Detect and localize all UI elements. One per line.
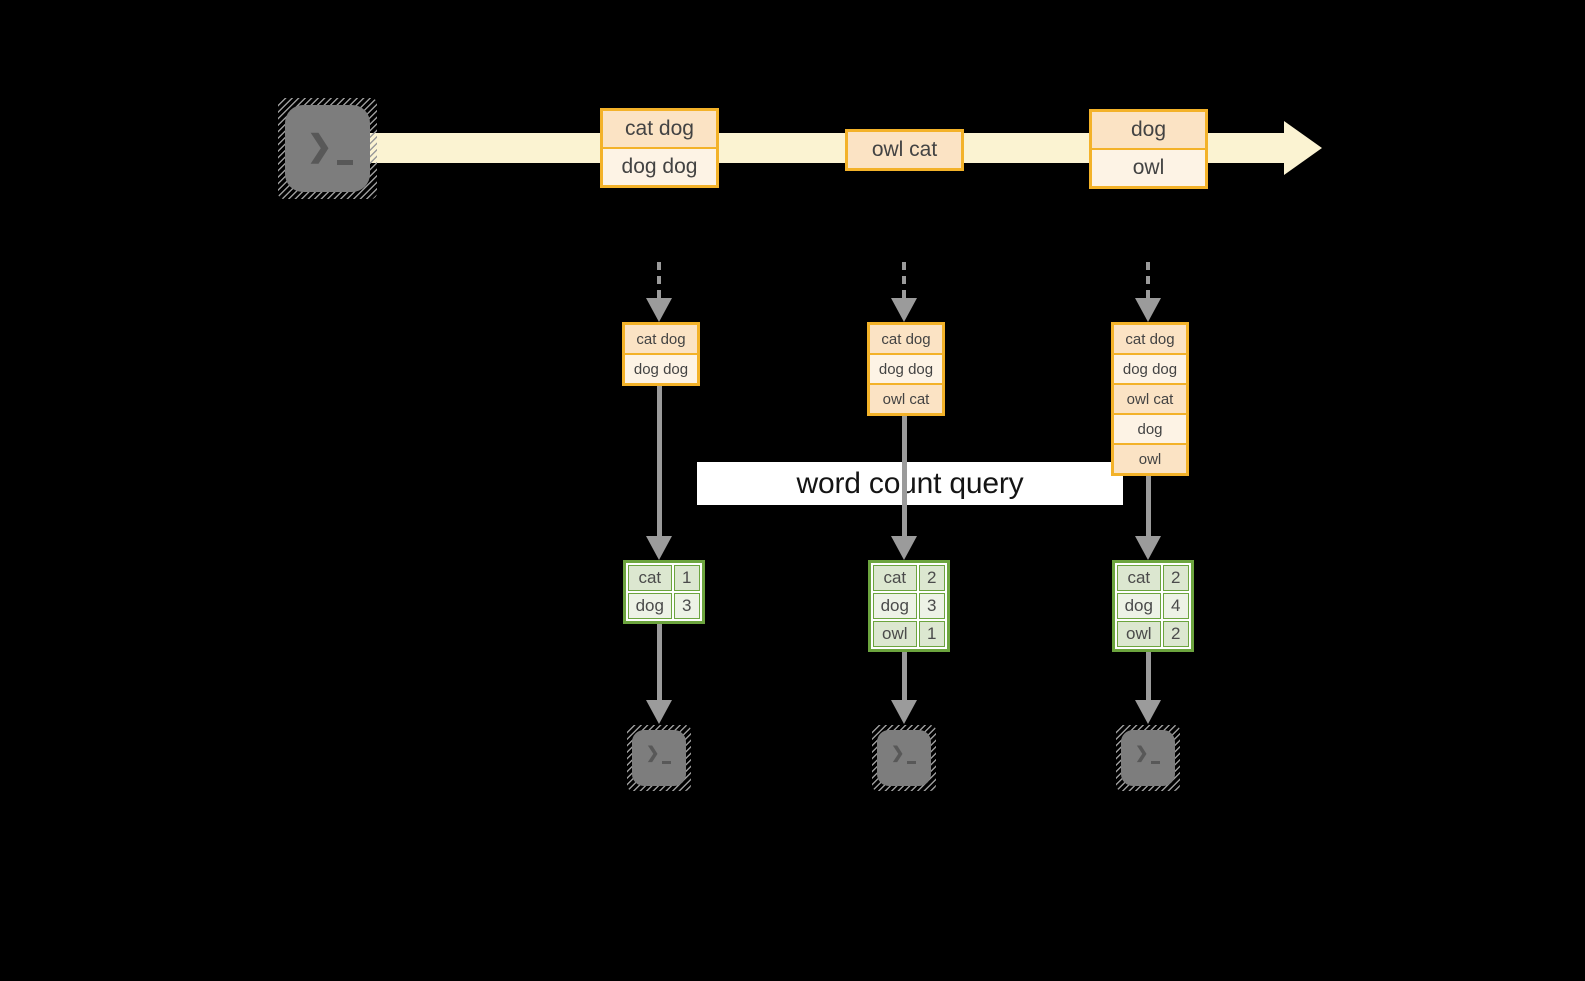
count-cell: 2 bbox=[1162, 565, 1189, 591]
input-line: cat dog bbox=[625, 325, 697, 353]
input-line: owl cat bbox=[1114, 383, 1186, 413]
word-cell: dog bbox=[873, 593, 917, 619]
terminal-body: ❯ bbox=[877, 730, 931, 786]
input-line: dog dog bbox=[870, 353, 942, 383]
word-cell: cat bbox=[873, 565, 917, 591]
count-cell: 1 bbox=[673, 565, 700, 591]
table-row: cat 1 bbox=[628, 565, 700, 591]
word-cell: owl bbox=[1117, 621, 1161, 647]
input-line: cat dog bbox=[1114, 325, 1186, 353]
sink-arrow-down-icon bbox=[891, 652, 917, 724]
table-row: cat 2 bbox=[1117, 565, 1189, 591]
event-line: owl bbox=[1092, 148, 1205, 186]
count-cell: 1 bbox=[918, 621, 945, 647]
query-banner: word count query bbox=[697, 462, 1123, 505]
terminal-sink-icon-2: ❯ bbox=[872, 725, 936, 791]
count-cell: 3 bbox=[918, 593, 945, 619]
event-line: cat dog bbox=[603, 111, 716, 147]
prompt-chevron-icon: ❯ bbox=[646, 745, 660, 762]
event-line: dog dog bbox=[603, 147, 716, 185]
table-row: dog 3 bbox=[873, 593, 945, 619]
prompt-cursor-icon bbox=[907, 761, 916, 764]
dashed-arrow-down-icon bbox=[891, 262, 917, 322]
query-arrow-down-icon bbox=[891, 416, 917, 560]
terminal-sink-icon-3: ❯ bbox=[1116, 725, 1180, 791]
terminal-body: ❯ bbox=[285, 105, 370, 192]
terminal-source-icon: ❯ bbox=[278, 98, 377, 199]
prompt-cursor-icon bbox=[662, 761, 671, 764]
accumulated-input-box-1: cat dog dog dog bbox=[622, 322, 700, 386]
query-arrow-down-icon bbox=[646, 386, 672, 560]
terminal-sink-icon-1: ❯ bbox=[627, 725, 691, 791]
input-line: dog dog bbox=[1114, 353, 1186, 383]
sink-arrow-down-icon bbox=[1135, 652, 1161, 724]
prompt-chevron-icon: ❯ bbox=[891, 745, 905, 762]
table-row: owl 1 bbox=[873, 621, 945, 647]
accumulated-input-box-3: cat dog dog dog owl cat dog owl bbox=[1111, 322, 1189, 476]
input-line: cat dog bbox=[870, 325, 942, 353]
table-row: cat 2 bbox=[873, 565, 945, 591]
prompt-chevron-icon: ❯ bbox=[307, 130, 333, 163]
event-line: owl cat bbox=[848, 132, 961, 168]
prompt-cursor-icon bbox=[1151, 761, 1160, 764]
stream-event-box-3: dog owl bbox=[1089, 109, 1208, 189]
word-cell: dog bbox=[628, 593, 672, 619]
word-cell: cat bbox=[628, 565, 672, 591]
prompt-chevron-icon: ❯ bbox=[1135, 745, 1149, 762]
accumulated-input-box-2: cat dog dog dog owl cat bbox=[867, 322, 945, 416]
table-row: owl 2 bbox=[1117, 621, 1189, 647]
sink-arrow-down-icon bbox=[646, 624, 672, 724]
event-line: dog bbox=[1092, 112, 1205, 148]
count-cell: 2 bbox=[1162, 621, 1189, 647]
prompt-cursor-icon bbox=[337, 160, 353, 165]
word-cell: owl bbox=[873, 621, 917, 647]
count-cell: 2 bbox=[918, 565, 945, 591]
count-table-1: cat 1 dog 3 bbox=[623, 560, 705, 624]
terminal-body: ❯ bbox=[632, 730, 686, 786]
count-table-3: cat 2 dog 4 owl 2 bbox=[1112, 560, 1194, 652]
count-cell: 4 bbox=[1162, 593, 1189, 619]
stream-arrowhead-icon bbox=[1284, 121, 1322, 175]
stream-event-box-1: cat dog dog dog bbox=[600, 108, 719, 188]
stream-event-box-2: owl cat bbox=[845, 129, 964, 171]
input-line: owl cat bbox=[870, 383, 942, 413]
query-arrow-down-icon bbox=[1135, 476, 1161, 560]
input-line: owl bbox=[1114, 443, 1186, 473]
count-table-2: cat 2 dog 3 owl 1 bbox=[868, 560, 950, 652]
word-cell: dog bbox=[1117, 593, 1161, 619]
terminal-body: ❯ bbox=[1121, 730, 1175, 786]
dashed-arrow-down-icon bbox=[1135, 262, 1161, 322]
table-row: dog 3 bbox=[628, 593, 700, 619]
input-line: dog dog bbox=[625, 353, 697, 383]
input-line: dog bbox=[1114, 413, 1186, 443]
count-cell: 3 bbox=[673, 593, 700, 619]
dashed-arrow-down-icon bbox=[646, 262, 672, 322]
word-cell: cat bbox=[1117, 565, 1161, 591]
table-row: dog 4 bbox=[1117, 593, 1189, 619]
